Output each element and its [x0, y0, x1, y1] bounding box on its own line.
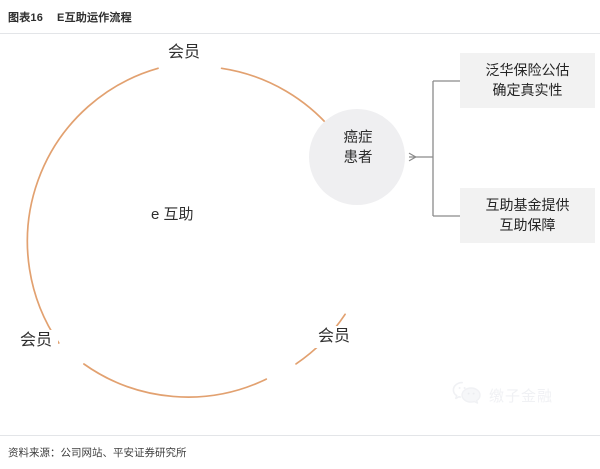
figure-number: 图表16 — [8, 12, 44, 24]
info-box-fund: 互助基金提供 互助保障 — [460, 188, 595, 243]
info-box-fund-line2: 互助保障 — [499, 216, 556, 233]
info-box-appraisal-line1: 泛华保险公估 — [485, 61, 570, 78]
mutual-aid-ring — [26, 67, 346, 398]
cancer-patient-label-line2: 患者 — [343, 149, 373, 166]
info-box-fund-text: 互助基金提供 互助保障 — [486, 196, 570, 235]
figure-source: 资料来源：公司网站、平安证券研究所 — [8, 447, 187, 459]
footer-divider — [0, 435, 600, 436]
connector-bracket — [432, 80, 460, 217]
info-box-appraisal: 泛华保险公估 确定真实性 — [460, 53, 595, 108]
figure-title: E互助运作流程 — [57, 12, 132, 24]
member-label-top: 会员 — [162, 42, 207, 64]
flow-diagram — [0, 34, 600, 434]
figure-header: 图表16 E互助运作流程 — [8, 9, 132, 25]
cancer-patient-label: 癌症 患者 — [330, 129, 386, 168]
info-box-appraisal-line2: 确定真实性 — [492, 81, 563, 98]
header-divider — [0, 33, 600, 34]
cancer-patient-node — [309, 109, 405, 205]
cancer-patient-label-line1: 癌症 — [343, 130, 373, 146]
ring-center-label: e 互助 — [151, 206, 194, 223]
member-label-bottom-left: 会员 — [14, 330, 59, 352]
info-box-appraisal-text: 泛华保险公估 确定真实性 — [486, 61, 570, 100]
member-label-bottom-right: 会员 — [312, 326, 357, 348]
info-box-fund-line1: 互助基金提供 — [485, 196, 570, 213]
